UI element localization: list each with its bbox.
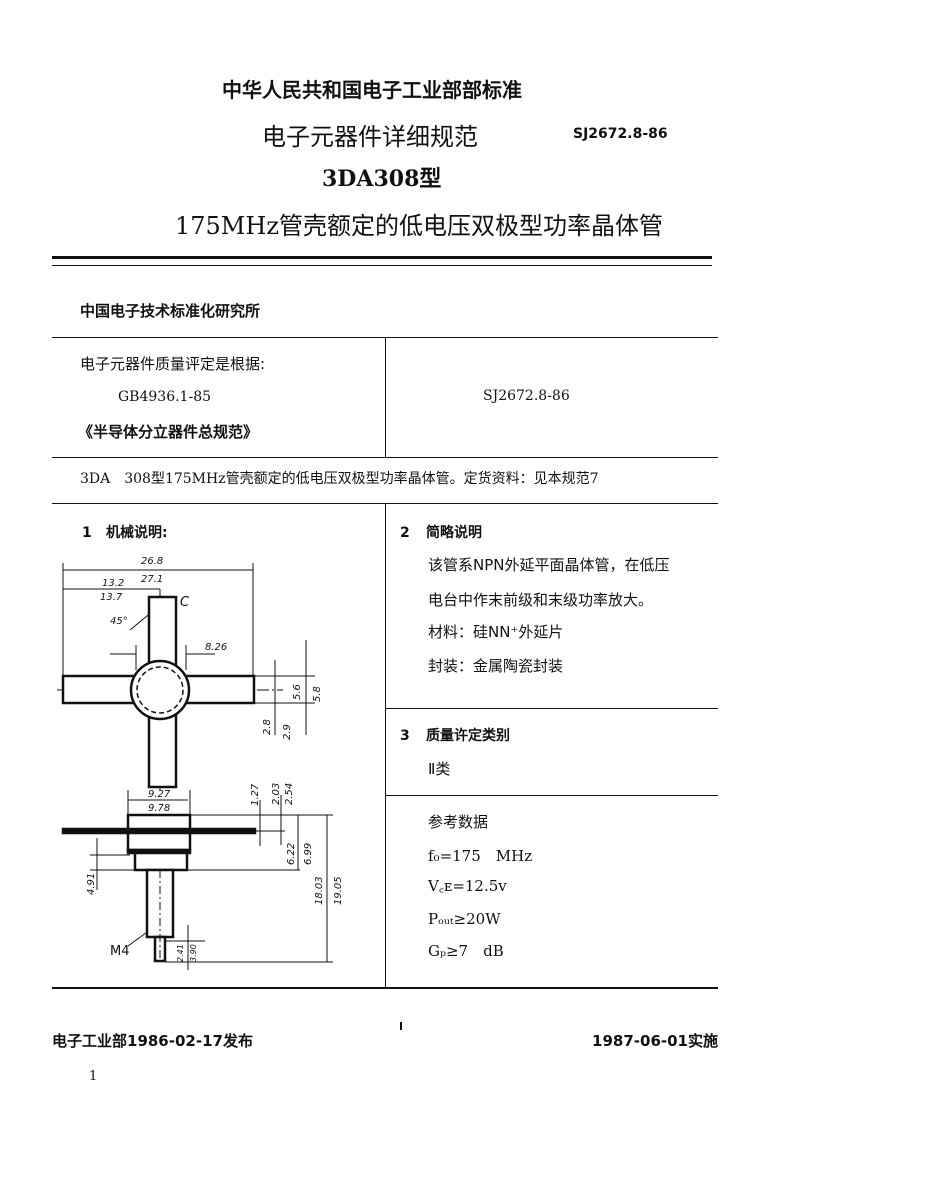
dim-label: 1.27 <box>250 783 261 806</box>
effective-date: 1987-06-01实施 <box>592 1032 718 1050</box>
divider <box>52 987 718 989</box>
reference-item: Pₒᵤₜ≥20W <box>428 910 501 928</box>
dim-label: 5.8 <box>312 686 323 702</box>
package: 封装：金属陶瓷封装 <box>428 657 564 675</box>
reference-title: 参考数据 <box>428 813 489 831</box>
column-divider <box>385 504 386 988</box>
spec-number: SJ2672.8-86 <box>483 388 570 404</box>
dim-label: 19.05 <box>333 876 344 905</box>
divider <box>52 337 718 338</box>
reference-item: V꜀ᴇ=12.5v <box>428 877 507 895</box>
quality-category: Ⅱ类 <box>428 760 451 778</box>
dim-label: 27.1 <box>141 574 163 585</box>
angle-label: 45° <box>110 616 128 627</box>
dim-label: 5.6 <box>292 684 303 700</box>
divider <box>385 795 718 796</box>
basis-standard: GB4936.1-85 <box>118 389 212 405</box>
issue-date: 电子工业部1986-02-17发布 <box>52 1032 253 1050</box>
dim-label: 4.91 <box>86 873 97 895</box>
dim-label: 2.9 <box>282 724 293 740</box>
description-line: 该管系NPN外延平面晶体管，在低压 <box>428 556 670 574</box>
dim-label: 8.26 <box>205 642 227 653</box>
dim-label: 2.8 <box>262 719 273 735</box>
dim-label: 2.54 <box>284 783 295 805</box>
material: 材料：硅NN⁺外延片 <box>428 623 564 641</box>
tick-mark <box>400 1022 402 1030</box>
dim-label: 2.03 <box>271 783 282 805</box>
dim-label: 26.8 <box>141 556 163 567</box>
divider <box>52 457 718 458</box>
dim-label: 3.90 <box>189 944 198 962</box>
spec-type: 电子元器件详细规范 <box>262 123 478 151</box>
basis-name: 《半导体分立器件总规范》 <box>78 423 259 441</box>
page-number: 1 <box>89 1069 98 1084</box>
thread-label: M4 <box>110 944 130 959</box>
description-line: 电台中作末前级和末级功率放大。 <box>428 591 654 609</box>
summary-line: 3DA 308型175MHz管壳额定的低电压双极型功率晶体管。定货资料：见本规范… <box>80 471 599 487</box>
divider <box>52 256 712 259</box>
section3-title: 质量许定类别 <box>426 728 510 744</box>
issuer: 中华人民共和国电子工业部部标准 <box>222 78 522 102</box>
reference-item: Gₚ≥7 dB <box>428 942 504 960</box>
dim-label: 13.2 <box>102 578 124 589</box>
model: 3DA308型 <box>322 166 442 192</box>
section1-title: 机械说明: <box>106 525 168 541</box>
dim-label: 13.7 <box>100 592 123 603</box>
standard-number: SJ2672.8-86 <box>573 126 668 142</box>
dim-label: 6.99 <box>303 843 314 865</box>
section1-number: 1 <box>82 525 92 541</box>
divider <box>52 503 718 504</box>
divider <box>385 708 718 709</box>
section3-number: 3 <box>400 728 410 744</box>
divider <box>52 265 712 266</box>
dim-label: 6.22 <box>286 843 297 865</box>
section2-title: 简略说明 <box>426 525 482 541</box>
pin-label: C <box>180 595 190 610</box>
section2-number: 2 <box>400 525 410 541</box>
dim-label: 9.78 <box>148 803 170 814</box>
dim-label: 18.03 <box>314 876 325 905</box>
basis-label: 电子元器件质量评定是根据: <box>80 355 266 373</box>
institute: 中国电子技术标准化研究所 <box>80 302 261 320</box>
reference-item: f₀=175 MHz <box>428 847 533 865</box>
dim-label: 2.41 <box>176 944 185 962</box>
page-title: 175MHz管壳额定的低电压双极型功率晶体管 <box>175 212 663 240</box>
dim-label: 9.27 <box>148 789 171 800</box>
column-divider <box>385 338 386 457</box>
